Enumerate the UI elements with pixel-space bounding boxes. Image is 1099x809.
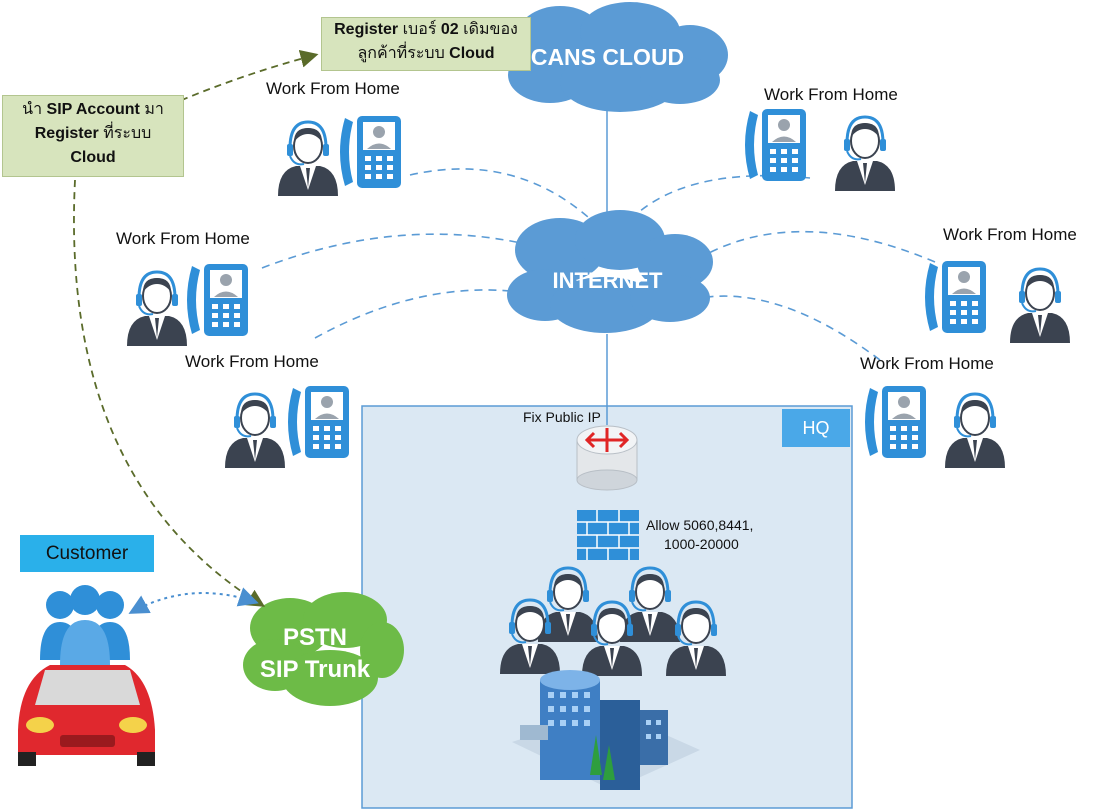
note1-text-a: นำ	[22, 101, 47, 118]
cans-cloud-shape	[508, 2, 728, 112]
pstn-cloud-label: PSTN SIP Trunk	[255, 622, 375, 686]
wfh-label-top-left: Work From Home	[266, 79, 400, 98]
pstn-cloud-shape	[243, 592, 404, 706]
wfh-label-mid-left: Work From Home	[116, 229, 250, 248]
wfh-user-mid-right	[925, 261, 1072, 345]
pstn-label-line2: SIP Trunk	[259, 656, 371, 683]
wfh-user-mid-left	[125, 264, 248, 348]
register-arrow-pstn	[73, 179, 266, 607]
customer-car-icon	[18, 585, 155, 766]
firewall-rule-line1: Allow 5060,8441,	[646, 517, 754, 533]
office-building-icon	[512, 670, 700, 790]
register-arrow-top	[169, 50, 319, 106]
hq-label: HQ	[782, 409, 850, 447]
wfh-user-top-left	[276, 116, 401, 198]
internet-cloud-shape	[507, 210, 713, 333]
note-register-number: Register เบอร์ 02 เดิมของ ลูกค้าที่ระบบ …	[321, 17, 531, 71]
firewall-icon	[577, 510, 639, 560]
wfh-label-top-right: Work From Home	[764, 85, 898, 104]
note-register-sip-account: นำ SIP Account มา Register ที่ระบบ Cloud	[2, 95, 184, 177]
router-icon	[576, 425, 638, 491]
firewall-rule-line2: 1000-20000	[664, 536, 739, 552]
wfh-user-low-left	[223, 386, 349, 470]
customer-label: Customer	[20, 535, 154, 572]
note2-text-c: 02	[440, 21, 459, 38]
wfh-label-low-right: Work From Home	[860, 354, 994, 373]
note2-text-d: เดิมของ	[458, 21, 518, 38]
wfh-user-top-right	[745, 109, 897, 193]
note1-text-b: SIP Account	[46, 101, 140, 118]
wfh-label-low-left: Work From Home	[185, 352, 319, 371]
note2-text-f: Cloud	[449, 45, 495, 62]
cans-cloud-label: CANS CLOUD	[530, 44, 685, 70]
note2-text-b: เบอร์	[398, 21, 441, 38]
customer-pstn-arrow	[128, 587, 259, 614]
note1-text-e: ที่ระบบ	[98, 125, 152, 142]
note2-text-a: Register	[334, 21, 399, 38]
note2-text-e: ลูกค้าที่ระบบ	[357, 45, 450, 62]
wfh-user-low-right	[865, 386, 1007, 470]
internet-cloud-label: INTERNET	[552, 268, 663, 293]
note1-text-f: Cloud	[70, 149, 116, 166]
note1-text-c: มา	[139, 101, 164, 118]
pstn-label-line1: PSTN	[282, 624, 347, 651]
wfh-label-mid-right: Work From Home	[943, 225, 1077, 244]
note1-text-d: Register	[34, 125, 99, 142]
fix-public-ip-label: Fix Public IP	[523, 409, 601, 425]
